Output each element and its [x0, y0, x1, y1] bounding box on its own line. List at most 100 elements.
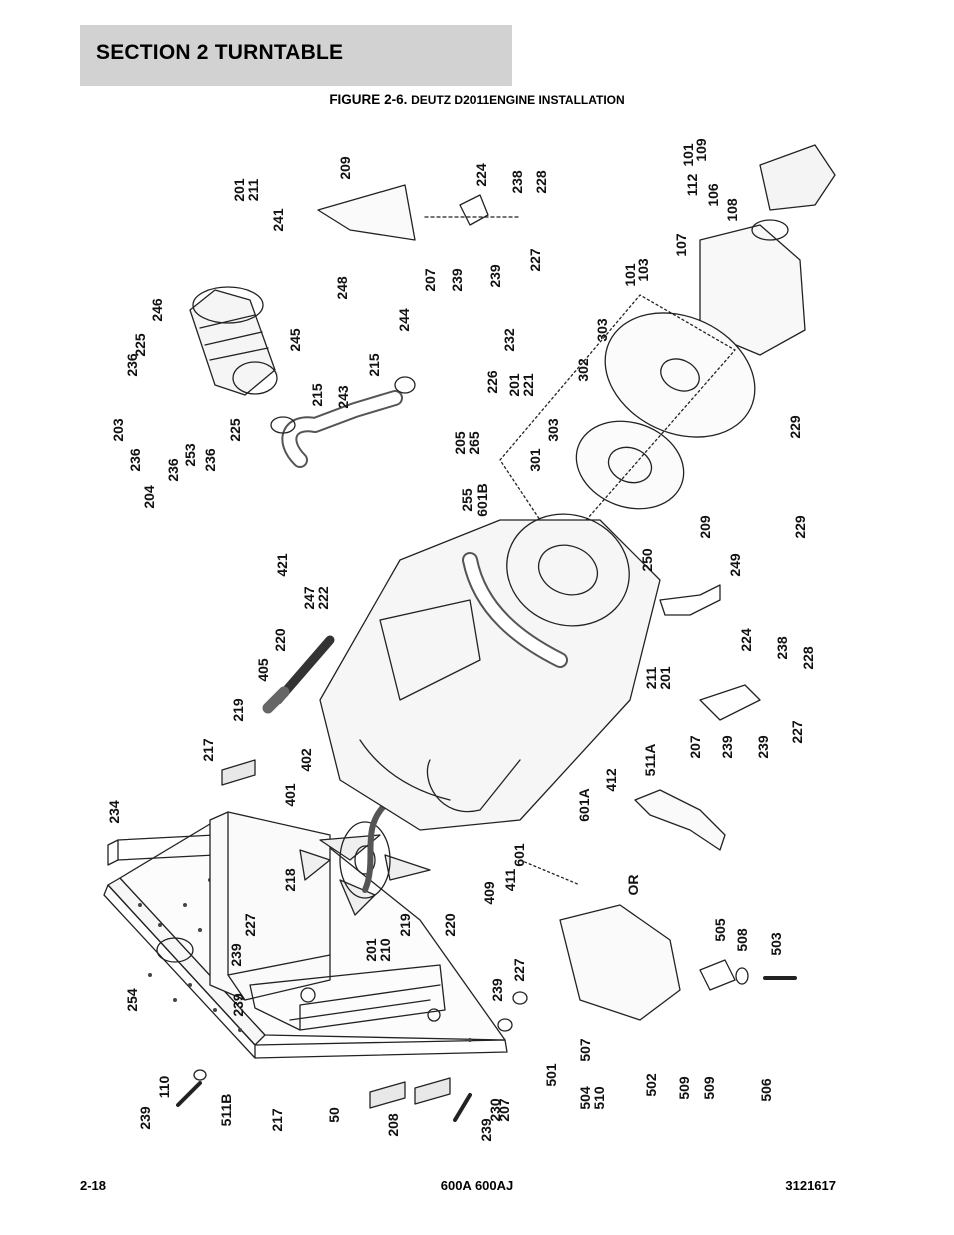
callout-label: 229	[792, 515, 808, 539]
callout-label: 509	[676, 1076, 692, 1100]
callout-label: 249	[727, 553, 743, 577]
figure-caption: FIGURE 2-6. DEUTZ D2011ENGINE INSTALLATI…	[0, 92, 954, 107]
callout-label: 217	[200, 738, 216, 762]
callout-label: 246	[149, 298, 165, 322]
callout-label: 228	[800, 646, 816, 670]
callout-label: 411	[502, 868, 518, 891]
callout-label: 219	[230, 698, 246, 722]
callout-label: 215	[366, 353, 382, 377]
callout-label: 511A	[642, 744, 658, 777]
model-numbers: 600A 600AJ	[440, 1178, 514, 1193]
callout-label: 232	[501, 328, 517, 352]
callout-label: 101	[680, 143, 696, 167]
callout-label: 207	[422, 268, 438, 292]
callout-label: 101	[622, 263, 638, 287]
callout-label: 230	[487, 1098, 503, 1122]
callout-label: 254	[124, 988, 140, 1012]
callout-label: 302	[575, 358, 591, 382]
callout-label: 227	[511, 958, 527, 982]
callout-label: 239	[449, 268, 465, 292]
callout-label: OR	[625, 875, 641, 896]
callout-label: 225	[132, 333, 148, 357]
callout-label: 238	[774, 636, 790, 660]
callout-label: 236	[202, 448, 218, 472]
callout-label: 303	[545, 418, 561, 442]
callout-label: 227	[527, 248, 543, 272]
callout-label: 501	[543, 1063, 559, 1087]
callout-label: 201	[506, 373, 522, 397]
callout-label: 201	[363, 938, 379, 962]
callout-label: 506	[758, 1078, 774, 1102]
callout-label: 510	[591, 1086, 607, 1110]
callout-label: 265	[466, 431, 482, 455]
callout-label: 220	[272, 628, 288, 652]
callout-label: 239	[487, 264, 503, 288]
callout-label: 239	[755, 735, 771, 759]
callout-label: 248	[334, 276, 350, 300]
callout-label: 402	[298, 748, 314, 772]
callout-label: 208	[385, 1113, 401, 1137]
callout-label: 218	[282, 868, 298, 892]
callout-label: 239	[137, 1106, 153, 1130]
figure-name: DEUTZ D2011ENGINE INSTALLATION	[411, 93, 625, 107]
callout-label: 211	[643, 666, 659, 689]
callout-label: 236	[124, 353, 140, 377]
callout-label: 239	[489, 978, 505, 1002]
callout-label: 209	[697, 515, 713, 539]
callout-label: 505	[712, 918, 728, 942]
callout-label: 239	[478, 1118, 494, 1142]
callout-label: 244	[396, 308, 412, 332]
callout-label: 247	[301, 586, 317, 610]
callout-label: 106	[705, 183, 721, 207]
callout-label: 227	[242, 913, 258, 937]
callout-label: 225	[227, 418, 243, 442]
callout-label: 224	[473, 163, 489, 187]
callout-label: 255	[459, 488, 475, 512]
callout-label: 243	[335, 385, 351, 409]
callout-label: 253	[182, 443, 198, 467]
callout-label: 205	[452, 431, 468, 455]
callout-label: 224	[738, 628, 754, 652]
callout-label: 239	[719, 735, 735, 759]
callout-label: 229	[787, 415, 803, 439]
figure-number: FIGURE 2-6.	[329, 92, 408, 107]
callout-label: 507	[577, 1038, 593, 1062]
callout-label: 109	[693, 138, 709, 162]
callout-label: 511B	[218, 1094, 234, 1127]
section-header: SECTION 2 TURNTABLE	[80, 25, 512, 86]
callout-label: 211	[245, 178, 261, 201]
callout-label: 401	[282, 783, 298, 807]
callout-label: 234	[106, 800, 122, 824]
callout-label: 601B	[474, 483, 490, 516]
callout-label: 201	[657, 666, 673, 690]
callout-label: 209	[337, 156, 353, 180]
callout-label: 204	[141, 485, 157, 509]
callout-label: 412	[603, 768, 619, 792]
callout-label: 203	[110, 418, 126, 442]
callout-label: 219	[397, 913, 413, 937]
callout-label: 207	[496, 1098, 512, 1122]
callout-label: 112	[684, 173, 700, 196]
document-number: 3121617	[785, 1178, 836, 1193]
diagram-artwork	[103, 144, 836, 1122]
callout-label: 504	[577, 1086, 593, 1110]
callout-label: 210	[377, 938, 393, 962]
callout-label: 108	[724, 198, 740, 222]
callout-label: 601	[511, 843, 527, 867]
callout-label: 222	[315, 586, 331, 610]
callout-label: 110	[156, 1075, 172, 1098]
callout-label: 239	[230, 993, 246, 1017]
callout-label: 502	[643, 1073, 659, 1097]
section-title: SECTION 2 TURNTABLE	[96, 41, 344, 64]
callout-label: 301	[527, 448, 543, 472]
callout-label: 250	[639, 548, 655, 572]
callout-label: 236	[165, 458, 181, 482]
callout-label: 201	[231, 178, 247, 202]
callout-label: 107	[673, 233, 689, 257]
callout-label: 245	[287, 328, 303, 352]
callout-label: 50	[326, 1107, 342, 1123]
callout-label: 207	[687, 735, 703, 759]
callout-label: 241	[270, 208, 286, 232]
callout-label: 503	[768, 932, 784, 956]
